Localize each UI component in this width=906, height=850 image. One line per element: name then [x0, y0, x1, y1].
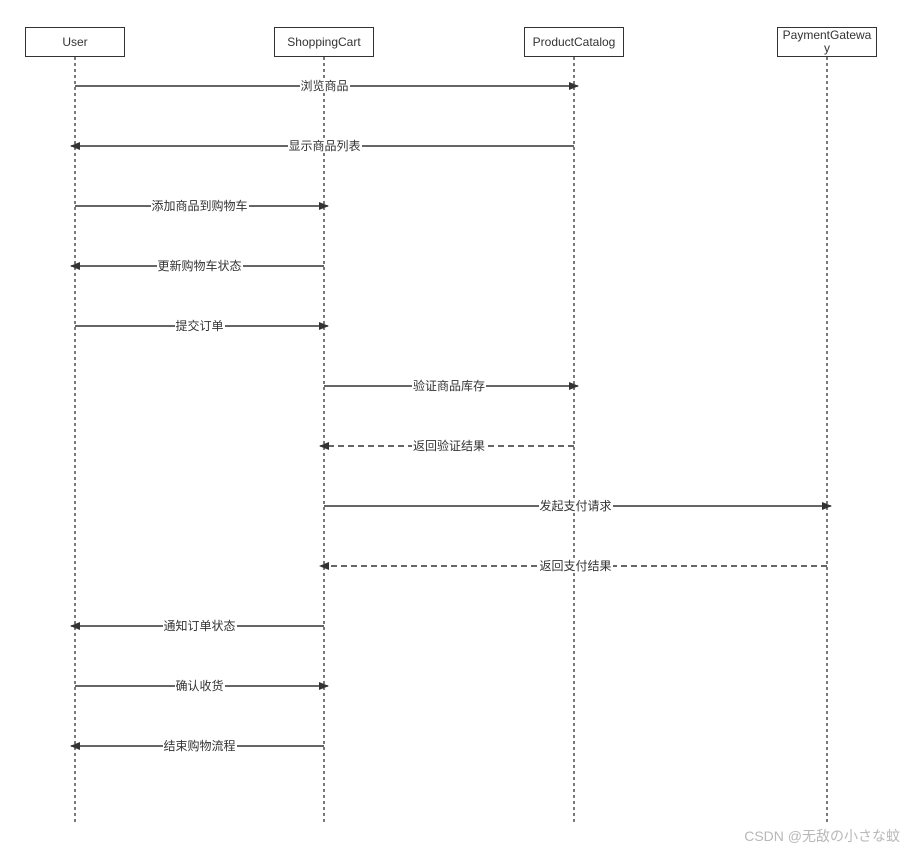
participant-catalog: ProductCatalog	[524, 27, 624, 57]
message-label: 结束购物流程	[162, 739, 237, 753]
message-label: 返回支付结果	[538, 559, 613, 573]
participant-user: User	[25, 27, 125, 57]
participant-name: User	[62, 34, 88, 49]
message-label: 显示商品列表	[287, 139, 362, 153]
participant-gateway: PaymentGateway	[777, 27, 877, 57]
message-label: 浏览商品	[299, 79, 350, 93]
message-label: 通知订单状态	[162, 619, 237, 633]
watermark-text: CSDN @无敌の小さな蚊	[744, 828, 900, 844]
message-label: 返回验证结果	[411, 439, 487, 453]
message-label: 确认收货	[174, 679, 225, 693]
message-label: 发起支付请求	[538, 499, 613, 513]
participant-name: ShoppingCart	[287, 34, 361, 49]
participant-cart: ShoppingCart	[274, 27, 374, 57]
message-label: 提交订单	[174, 319, 225, 333]
message-label: 验证商品库存	[411, 379, 487, 393]
participant-name: ProductCatalog	[532, 34, 616, 49]
message-label: 添加商品到购物车	[150, 199, 249, 213]
message-label: 更新购物车状态	[156, 259, 243, 273]
participant-name: PaymentGateway	[782, 28, 872, 55]
